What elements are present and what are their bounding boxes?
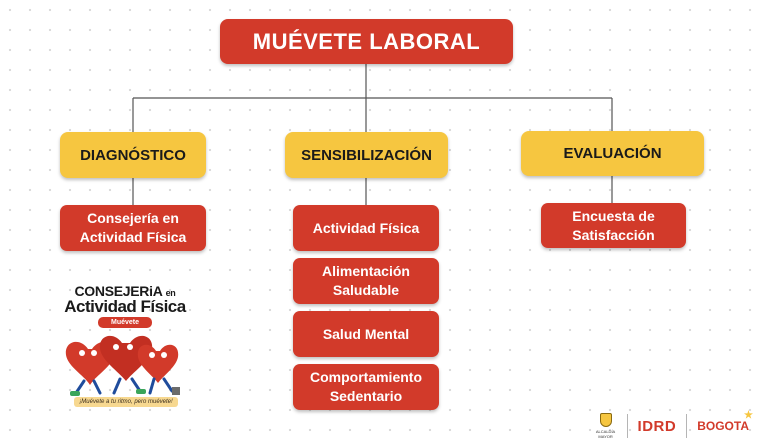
item-salud-mental: Salud Mental <box>293 311 439 357</box>
item-consejeria: Consejería en Actividad Física <box>60 205 206 251</box>
hearts-illustration <box>65 335 180 396</box>
logo-tagline: ¡Muévete a tu ritmo, pero muévete! <box>74 397 178 407</box>
logo-badge: Muévete Bogotá <box>98 317 152 337</box>
footer-divider <box>686 414 688 438</box>
item-comportamiento-sedentario: Comportamiento Sedentario <box>293 364 439 410</box>
alcaldia-label: ALCALDÍA MAYOR <box>595 429 616 439</box>
bogota-logo: BOGOTA★ <box>697 410 753 433</box>
logo-line1: CONSEJERiA en <box>74 283 176 299</box>
item-actividad-fisica: Actividad Física <box>293 205 439 251</box>
consejeria-logo: CONSEJERiA en Actividad Física Muévete B… <box>60 283 190 413</box>
idrd-logo: IDRD <box>637 417 677 435</box>
diagram-title: MUÉVETE LABORAL <box>220 19 513 64</box>
alcaldia-crest-icon: ALCALDÍA MAYOR <box>595 413 617 439</box>
item-alimentacion-saludable: Alimentación Saludable <box>293 258 439 304</box>
item-encuesta-satisfaccion: Encuesta de Satisfacción <box>541 203 686 248</box>
header-evaluacion: EVALUACIÓN <box>521 131 704 176</box>
header-sensibilizacion: SENSIBILIZACIÓN <box>285 132 448 178</box>
footer-logos: ALCALDÍA MAYOR IDRD BOGOTA★ <box>595 410 753 440</box>
footer-divider <box>626 414 628 438</box>
header-diagnostico: DIAGNÓSTICO <box>60 132 206 178</box>
logo-line2: Actividad Física <box>64 297 186 316</box>
